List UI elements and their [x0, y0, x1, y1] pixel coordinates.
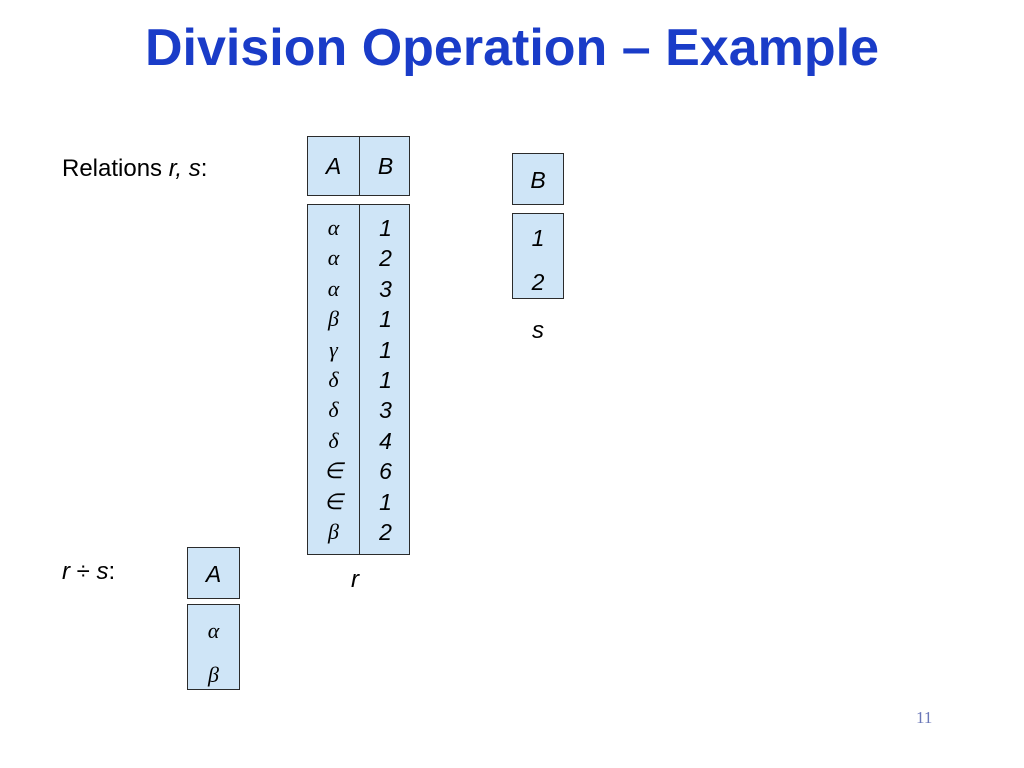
relations-caption: Relations r, s:: [62, 155, 207, 183]
division-caption: r ÷ s:: [62, 558, 115, 586]
cell-a: γ: [329, 336, 338, 362]
division-s: s: [96, 558, 109, 585]
relation-s-header: B: [512, 153, 564, 205]
cell-a: α: [327, 245, 340, 271]
cell-b: 2: [531, 269, 545, 295]
cell-b: 2: [379, 245, 392, 272]
cell-b: 1: [379, 488, 392, 515]
division-suffix: :: [108, 558, 116, 585]
relation-r-header: A B: [307, 136, 410, 196]
cell-b: 1: [379, 215, 392, 241]
header-b: B: [377, 153, 394, 179]
cell-b: 6: [379, 458, 392, 485]
cell-a: α: [327, 215, 340, 240]
relation-r-column-b: 1 2 3 1 1 1 3 4 6 1 2: [360, 215, 411, 554]
cell-a: δ: [328, 397, 339, 423]
cell-a: ∈: [323, 488, 344, 514]
cell-b: 3: [379, 275, 392, 302]
column-divider: [359, 137, 360, 195]
cell-a: α: [327, 275, 340, 301]
header-a: A: [325, 153, 342, 179]
page-number: 11: [916, 708, 933, 727]
relation-s-body: 1 2: [512, 213, 564, 299]
cell-b: 4: [379, 427, 392, 454]
result-body: α β: [187, 604, 240, 690]
cell-a: β: [208, 662, 219, 687]
relation-s-label: s: [532, 317, 544, 344]
cell-a: α: [207, 618, 220, 643]
cell-b: 1: [379, 336, 392, 363]
slide-title: Division Operation – Example: [145, 19, 879, 77]
cell-b: 2: [379, 518, 392, 545]
division-r: r: [62, 558, 70, 585]
relation-r-column-a: α α α β γ δ δ δ ∈ ∈ β: [308, 215, 359, 554]
relations-vars: r, s: [168, 155, 201, 182]
result-header: A: [187, 547, 240, 599]
division-operator: ÷: [70, 558, 97, 585]
column-divider: [359, 205, 360, 554]
cell-b: 1: [379, 366, 392, 393]
header-a: A: [205, 561, 222, 587]
cell-b: 3: [379, 397, 392, 424]
cell-a: δ: [328, 427, 339, 453]
cell-a: δ: [328, 366, 339, 392]
cell-a: β: [328, 306, 339, 332]
cell-b: 1: [531, 225, 545, 251]
cell-a: ∈: [323, 458, 344, 484]
relations-prefix: Relations: [62, 155, 169, 182]
cell-b: 1: [379, 306, 392, 333]
header-b: B: [530, 167, 546, 193]
relations-suffix: :: [200, 155, 208, 182]
relation-r-label: r: [351, 566, 359, 593]
relation-r-body: α α α β γ δ δ δ ∈ ∈ β 1 2 3 1 1 1 3 4 6 …: [307, 204, 410, 555]
cell-a: β: [328, 518, 339, 544]
